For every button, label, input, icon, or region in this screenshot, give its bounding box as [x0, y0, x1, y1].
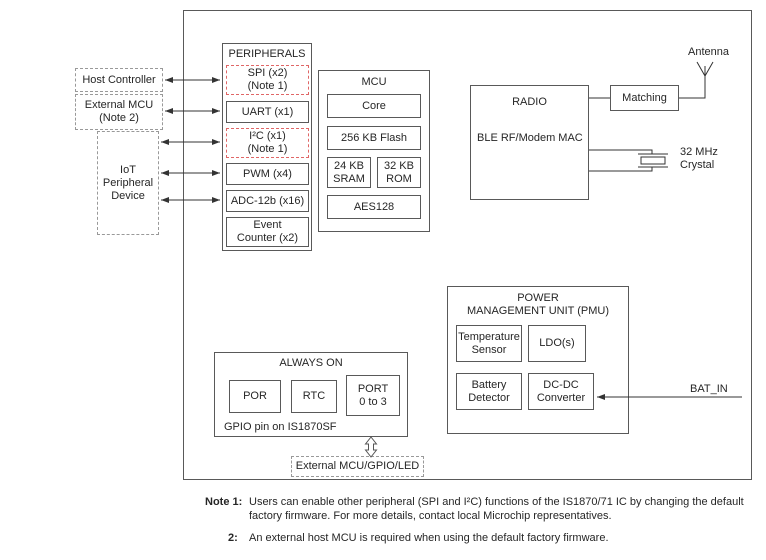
gpio-note: GPIO pin on IS1870SF — [224, 421, 337, 433]
i2c-box: I²C (x1) (Note 1) — [226, 128, 309, 158]
note1-text-line1: Users can enable other peripheral (SPI a… — [249, 496, 744, 508]
flash-box: 256 KB Flash — [327, 126, 421, 150]
pmu-title-line2: MANAGEMENT UNIT (PMU) — [467, 305, 609, 317]
radio-title: RADIO — [512, 96, 547, 108]
peripherals-title: PERIPHERALS — [228, 48, 306, 60]
port-box: PORT 0 to 3 — [346, 375, 400, 416]
i2c-note: (Note 1) — [247, 143, 288, 155]
sram-box: 24 KB SRAM — [327, 157, 371, 188]
battery-detector-box: Battery Detector — [456, 373, 522, 410]
spi-box: SPI (x2) (Note 1) — [226, 65, 309, 95]
aes-label: AES128 — [353, 200, 395, 213]
rom-label-line1: 32 KB — [384, 159, 414, 172]
iot-label-line3: Device — [111, 189, 145, 202]
peripherals-block: PERIPHERALS SPI (x2) (Note 1) UART (x1) … — [222, 43, 312, 251]
flash-label: 256 KB Flash — [340, 131, 408, 144]
rtc-box: RTC — [291, 380, 337, 413]
adc-label: ADC-12b (x16) — [230, 194, 305, 207]
temperature-sensor-box: Temperature Sensor — [456, 325, 522, 362]
note1-label: Note 1: — [205, 496, 243, 508]
bat-in-label: BAT_IN — [690, 383, 728, 395]
event-counter-label-line1: Event — [253, 219, 282, 231]
port-label-line1: PORT — [357, 382, 389, 395]
sram-label-line2: SRAM — [333, 172, 365, 185]
battery-detector-label-line2: Detector — [468, 391, 510, 404]
core-box: Core — [327, 94, 421, 118]
sram-label-line1: 24 KB — [334, 159, 364, 172]
pmu-title-line1: POWER — [517, 292, 559, 304]
temperature-sensor-label-line2: Sensor — [471, 343, 507, 356]
pwm-label: PWM (x4) — [243, 167, 292, 180]
radio-block: RADIO BLE RF/Modem MAC — [470, 85, 589, 200]
core-label: Core — [362, 99, 386, 112]
rom-label-line2: ROM — [386, 172, 412, 185]
note2-label: 2: — [228, 532, 238, 544]
crystal-label-line1: 32 MHz — [680, 146, 718, 158]
por-label: POR — [243, 390, 267, 402]
ldo-box: LDO(s) — [528, 325, 586, 362]
event-counter-box: Event Counter (x2) — [226, 217, 309, 247]
external-mcu-note: (Note 2) — [99, 112, 139, 124]
uart-box: UART (x1) — [226, 101, 309, 123]
note2-text: An external host MCU is required when us… — [249, 532, 609, 544]
iot-label-line2: Peripheral — [102, 176, 154, 189]
rom-box: 32 KB ROM — [377, 157, 421, 188]
dcdc-converter-label-line2: Converter — [536, 391, 586, 404]
adc-box: ADC-12b (x16) — [226, 190, 309, 212]
always-on-block: ALWAYS ON POR RTC PORT 0 to 3 GPIO pin o… — [214, 352, 408, 437]
matching-box: Matching — [610, 85, 679, 111]
pmu-block: POWER MANAGEMENT UNIT (PMU) Temperature … — [447, 286, 629, 434]
chip-boundary — [183, 10, 752, 480]
always-on-title: ALWAYS ON — [279, 357, 343, 369]
external-mcu-gpio-led-label: External MCU/GPIO/LED — [295, 460, 420, 472]
rtc-label: RTC — [302, 390, 326, 402]
dcdc-converter-box: DC-DC Converter — [528, 373, 594, 410]
radio-subtitle: BLE RF/Modem MAC — [477, 132, 583, 144]
temperature-sensor-label-line1: Temperature — [458, 330, 520, 343]
spi-label: SPI (x2) — [247, 67, 288, 79]
antenna-label: Antenna — [688, 46, 729, 58]
external-mcu-gpio-led-box: External MCU/GPIO/LED — [291, 456, 424, 477]
dcdc-converter-label-line1: DC-DC — [543, 378, 579, 391]
i2c-label: I²C (x1) — [249, 130, 286, 142]
matching-label: Matching — [622, 91, 667, 104]
crystal-label: 32 MHz Crystal — [680, 146, 718, 172]
pwm-box: PWM (x4) — [226, 163, 309, 185]
por-box: POR — [229, 380, 281, 413]
crystal-label-line2: Crystal — [680, 159, 715, 171]
host-controller-label: Host Controller — [82, 73, 156, 86]
host-controller-box: Host Controller — [75, 68, 163, 92]
spi-note: (Note 1) — [247, 80, 288, 92]
battery-detector-label-line1: Battery — [471, 378, 507, 391]
external-mcu-box: External MCU (Note 2) — [75, 94, 163, 130]
iot-label-line1: IoT — [120, 163, 136, 176]
aes-box: AES128 — [327, 195, 421, 219]
iot-peripheral-device-box: IoT Peripheral Device — [97, 131, 159, 235]
mcu-title: MCU — [361, 76, 387, 88]
ldo-label: LDO(s) — [539, 337, 575, 349]
external-mcu-label: External MCU — [84, 99, 154, 111]
mcu-block: MCU Core 256 KB Flash 24 KB SRAM 32 KB R… — [318, 70, 430, 232]
event-counter-label-line2: Counter (x2) — [236, 232, 299, 244]
uart-label: UART (x1) — [241, 105, 294, 118]
note1-text-line2: factory firmware. For more details, cont… — [249, 510, 612, 522]
port-label-line2: 0 to 3 — [359, 395, 387, 408]
